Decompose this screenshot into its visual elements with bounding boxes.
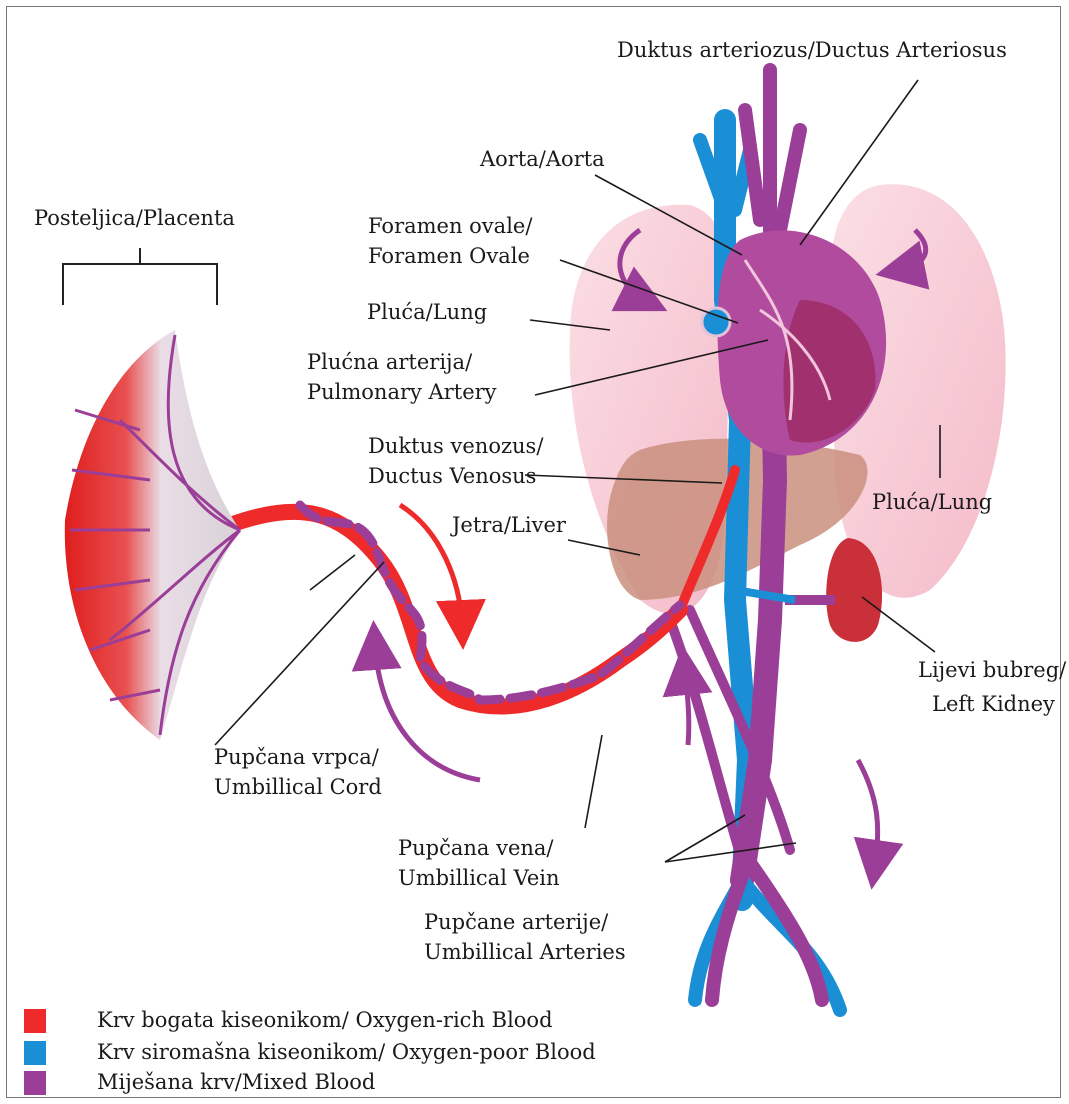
arrow-artery-up <box>685 670 689 745</box>
legend-swatch-oxygen-poor <box>24 1041 46 1065</box>
label-umbilical-arteries-line2: Umbillical Arteries <box>424 938 626 966</box>
label-ductus-arteriosus: Duktus arteriozus/Ductus Arteriosus <box>617 36 1007 64</box>
legend-swatch-mixed <box>24 1071 46 1095</box>
label-foramen-ovale-line2: Foramen Ovale <box>368 242 530 270</box>
label-ductus-venosus-line1: Duktus venozus/ <box>368 432 543 460</box>
legend-swatch-oxygen-rich <box>24 1009 46 1033</box>
placenta-bracket <box>63 248 217 305</box>
arrow-leg-down <box>858 760 878 865</box>
label-pulmonary-artery-line2: Pulmonary Artery <box>307 378 497 406</box>
placenta <box>65 330 240 740</box>
label-aorta: Aorta/Aorta <box>480 145 605 173</box>
label-umbilical-cord-line2: Umbillical Cord <box>214 773 382 801</box>
label-lung-left: Pluća/Lung <box>367 298 487 326</box>
label-umbilical-vein-line1: Pupčana vena/ <box>398 834 554 862</box>
legend-label: Krv siromašna kiseonikom/ Oxygen-poor Bl… <box>97 1038 596 1066</box>
leg-vessels-purple <box>712 860 822 1000</box>
label-umbilical-vein-line2: Umbillical Vein <box>398 864 560 892</box>
label-placenta: Posteljica/Placenta <box>34 204 235 232</box>
label-pulmonary-artery-line1: Plućna arterija/ <box>307 348 472 376</box>
label-umbilical-arteries-line1: Pupčane arterije/ <box>424 908 608 936</box>
label-umbilical-cord-line1: Pupčana vrpca/ <box>214 743 379 771</box>
label-lung-right: Pluća/Lung <box>872 488 992 516</box>
label-kidney-line2: Left Kidney <box>932 690 1055 718</box>
label-foramen-ovale-line1: Foramen ovale/ <box>368 212 532 240</box>
legend-label: Krv bogata kiseonikom/ Oxygen-rich Blood <box>97 1006 553 1034</box>
legend-label: Miješana krv/Mixed Blood <box>97 1068 375 1096</box>
label-liver: Jetra/Liver <box>452 511 566 539</box>
label-kidney-line1: Lijevi bubreg/ <box>918 656 1066 684</box>
label-ductus-venosus-line2: Ductus Venosus <box>368 462 536 490</box>
head-vessels-purple <box>745 70 800 230</box>
